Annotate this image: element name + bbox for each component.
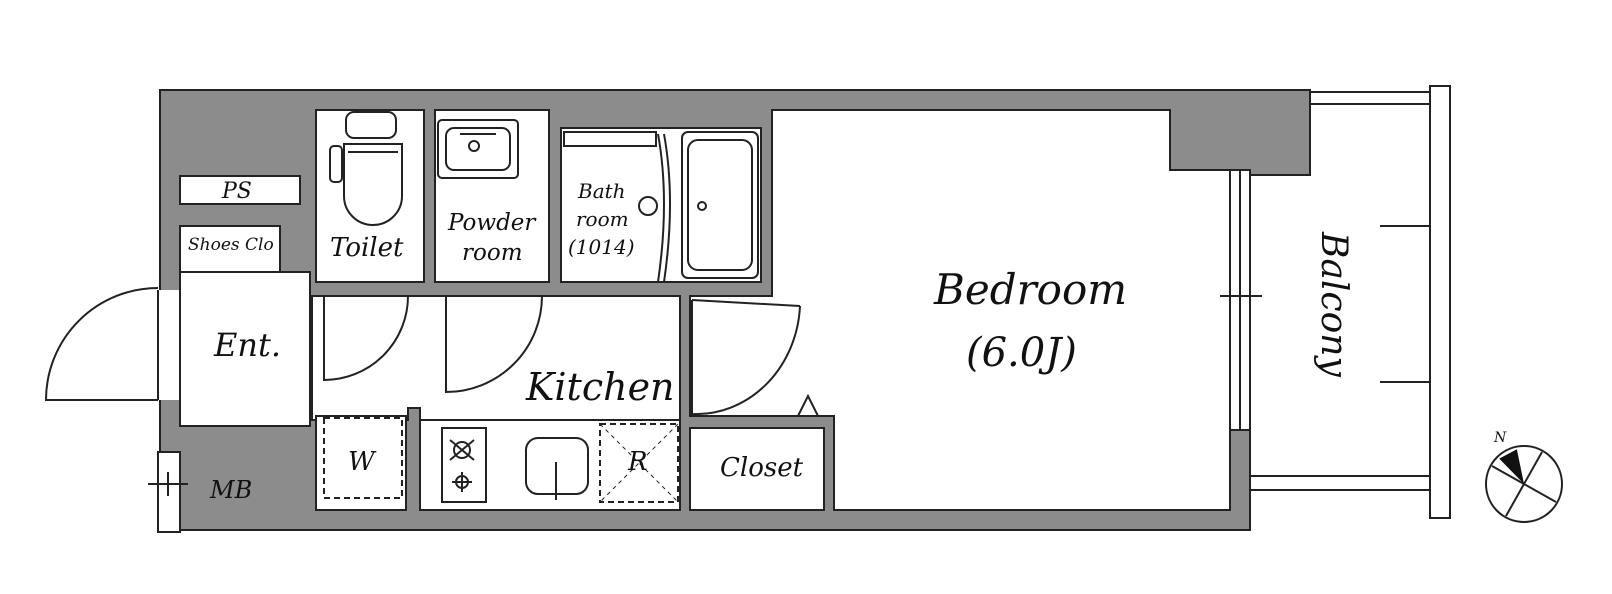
entrance-opening [148, 290, 188, 533]
closet-marker [797, 393, 819, 417]
closet-room [689, 427, 825, 511]
window-and-balcony [1220, 85, 1451, 519]
room-floors [179, 109, 1231, 511]
toilet-door [323, 295, 409, 382]
bedroom-label: Bedroom [933, 265, 1127, 314]
bath-label-line2: room [576, 207, 629, 231]
ps-label: PS [221, 179, 252, 204]
compass-label: N [1493, 430, 1507, 446]
toilet-label: Toilet [330, 233, 404, 263]
bath-label-line1: Bath [577, 179, 626, 203]
toilet-fixture [329, 111, 403, 226]
bath-fixtures [563, 131, 759, 283]
kitchen-label: Kitchen [525, 365, 675, 409]
shoes-label: Shoes Clo [188, 235, 274, 255]
powder-room [434, 109, 550, 283]
room-labels: PS Shoes Clo Toilet Powder room Bath roo… [188, 179, 1354, 504]
balcony-label: Balcony [1313, 231, 1354, 377]
bath-label-line3: (1014) [568, 235, 635, 259]
washer-label: W [348, 447, 377, 477]
vanity-sink [437, 119, 519, 179]
powder-label-line2: room [462, 240, 523, 266]
entrance-area [179, 271, 311, 427]
bedroom-door [691, 300, 801, 416]
washer-space [315, 415, 407, 511]
doors [44, 287, 819, 417]
powder-label-line1: Powder [447, 210, 537, 236]
ps-room [179, 175, 301, 205]
meter-box-label: MB [209, 476, 252, 504]
north-compass: N [1485, 430, 1563, 523]
bedroom-size-label: (6.0J) [966, 330, 1077, 376]
entrance-door [44, 287, 159, 401]
kitchen-equipment [323, 417, 679, 503]
refrigerator-label: R [627, 447, 648, 477]
bedroom-area [689, 109, 1231, 511]
entrance-label: Ent. [213, 326, 281, 364]
powder-door [445, 295, 543, 394]
closet-label: Closet [720, 453, 804, 483]
